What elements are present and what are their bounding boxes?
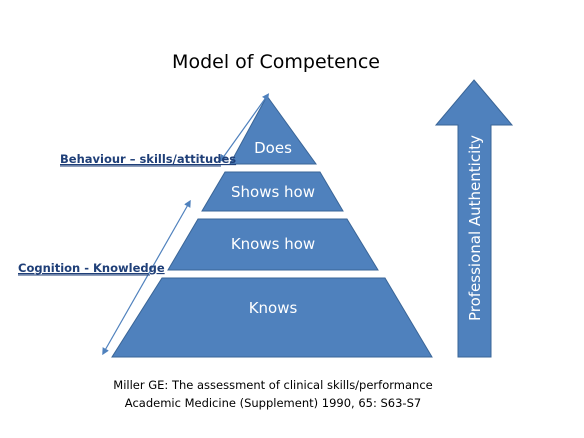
reference-line-1: Miller GE: The assessment of clinical sk… — [113, 378, 432, 392]
level-shows-how-label: Shows how — [231, 183, 315, 201]
cognition-label: Cognition - Knowledge — [18, 261, 165, 275]
reference-line-2: Academic Medicine (Supplement) 1990, 65:… — [125, 396, 421, 410]
pyramid: Does Shows how Knows how Knows — [111, 95, 433, 358]
diagram-title: Model of Competence — [172, 51, 380, 73]
level-knows-label: Knows — [249, 299, 298, 317]
level-shows-how — [201, 171, 344, 212]
cognition-range-line — [102, 199, 191, 356]
level-knows-how-label: Knows how — [231, 235, 315, 253]
authenticity-arrow — [434, 79, 514, 358]
level-knows — [111, 277, 433, 358]
level-does-label: Does — [254, 139, 292, 157]
behaviour-range-line — [219, 93, 270, 162]
authenticity-arrow-label: Professional Authenticity — [466, 135, 484, 321]
behaviour-label: Behaviour – skills/attitudes — [60, 152, 236, 166]
